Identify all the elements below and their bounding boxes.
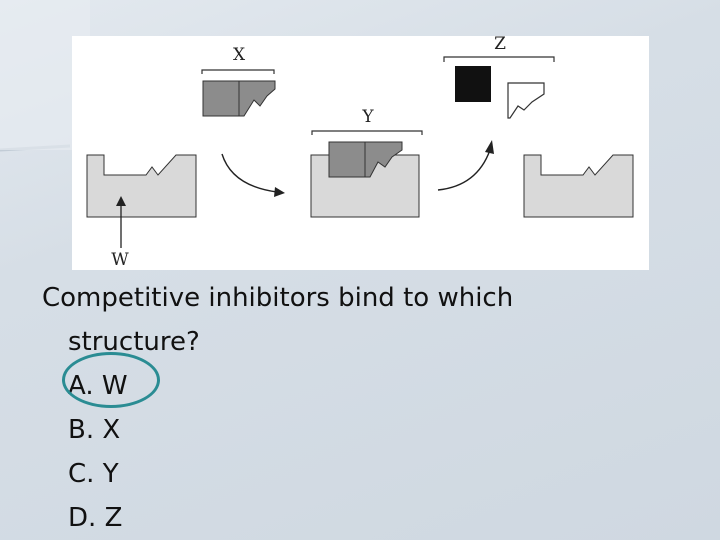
question-stem-continuation: structure? [68,327,200,357]
answer-highlight-circle [62,352,160,408]
label-x: X [233,45,246,65]
option-a[interactable]: A. W [68,364,682,408]
question-stem: Competitive inhibitors bind to which [42,283,514,313]
option-d[interactable]: D. Z [68,496,682,540]
enzyme-substrate-complex-y [310,141,420,218]
released-product-outline [507,82,545,119]
label-w: W [111,250,129,270]
bracket-x [201,69,275,74]
option-b[interactable]: B. X [68,408,682,452]
label-y: Y [361,107,374,127]
option-d-letter: D. [68,503,97,533]
bracket-z [443,56,555,62]
substrate-x [202,80,276,117]
reaction-arrow-2 [437,149,491,191]
option-c[interactable]: C. Y [68,452,682,496]
question-block: Competitive inhibitors bind to which str… [42,276,682,540]
option-b-letter: B. [68,415,95,445]
option-c-letter: C. [68,459,95,489]
enzyme-regenerated [523,154,634,218]
option-b-text: X [102,415,121,445]
option-c-text: Y [102,459,119,489]
enzyme-w [86,154,197,218]
enzyme-diagram: X Z Y W [72,36,649,270]
option-d-text: Z [104,503,123,533]
reaction-arrow-1 [221,153,278,193]
label-z: Z [494,36,506,54]
inhibitor-z [455,66,491,102]
bracket-y [311,130,423,135]
